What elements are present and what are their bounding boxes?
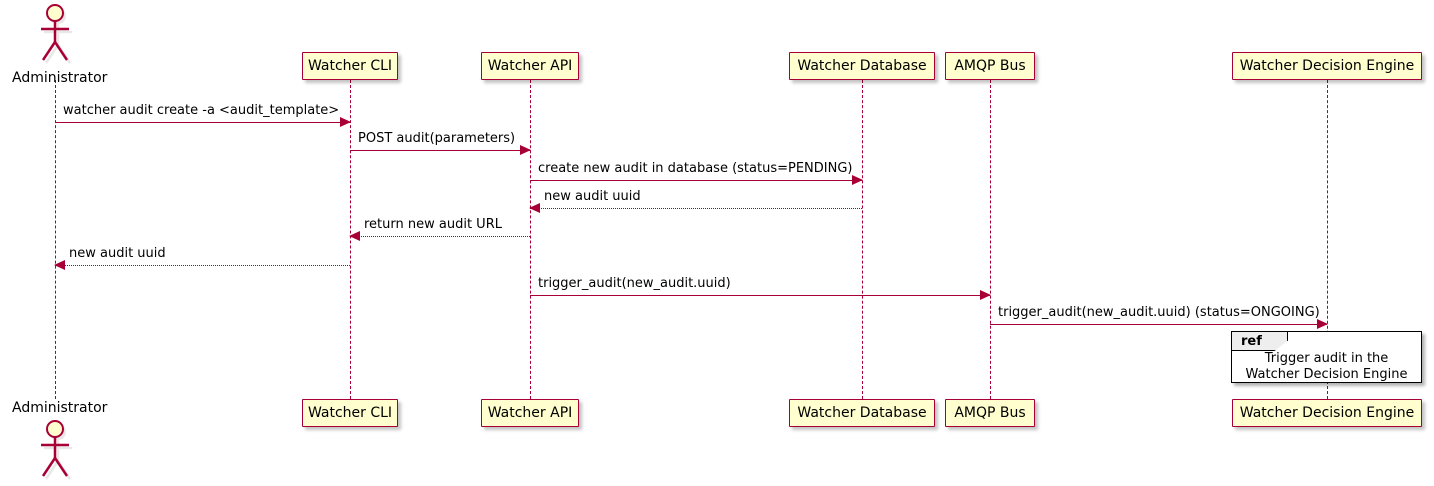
participant-decision-engine-top[interactable]: Watcher Decision Engine (1232, 52, 1422, 80)
message-label: new audit uuid (544, 189, 641, 204)
message-line (55, 265, 350, 266)
lifeline-amqp-bus (990, 80, 991, 399)
participant-amqp-bus-bottom[interactable]: AMQP Bus (945, 399, 1035, 427)
message-label: POST audit(parameters) (358, 131, 516, 146)
participant-label: Watcher Decision Engine (1239, 58, 1415, 74)
ref-fragment-line-1: Watcher Decision Engine (1245, 367, 1408, 382)
arrowhead-icon (340, 117, 351, 127)
arrowhead-icon (520, 145, 531, 155)
participant-watcher-api-bottom[interactable]: Watcher API (481, 399, 579, 427)
arrowhead-icon (852, 175, 863, 185)
arrowhead-icon (529, 203, 540, 213)
participant-watcher-api-top[interactable]: Watcher API (481, 52, 579, 80)
participant-watcher-database-top[interactable]: Watcher Database (789, 52, 935, 80)
participant-label: Watcher API (487, 405, 573, 421)
participant-watcher-database-bottom[interactable]: Watcher Database (789, 399, 935, 427)
actor-label-top: Administrator (12, 70, 108, 86)
lifeline-administrator (55, 80, 56, 399)
actor-figure-top (36, 2, 80, 66)
participant-label: Watcher Database (797, 405, 927, 421)
message-line (350, 150, 530, 151)
message-line (55, 122, 350, 123)
message-label: create new audit in database (status=PEN… (538, 161, 853, 176)
actor-figure-bottom (36, 418, 80, 482)
message-label: trigger_audit(new_audit.uuid) (status=ON… (998, 305, 1320, 320)
lifeline-watcher-database (862, 80, 863, 399)
ref-fragment-line-0: Trigger audit in the (1264, 350, 1389, 366)
participant-label: Watcher CLI (307, 405, 393, 421)
actor-label-bottom: Administrator (12, 400, 108, 416)
arrowhead-icon (349, 231, 360, 241)
participant-watcher-cli-top[interactable]: Watcher CLI (302, 52, 398, 80)
participant-label: AMQP Bus (954, 58, 1026, 74)
participant-label: Watcher CLI (307, 58, 393, 74)
message-label: watcher audit create -a <audit_template> (63, 103, 340, 118)
participant-decision-engine-bottom[interactable]: Watcher Decision Engine (1232, 399, 1422, 427)
participant-amqp-bus-top[interactable]: AMQP Bus (945, 52, 1035, 80)
lifeline-decision-engine (1327, 80, 1328, 399)
message-label: new audit uuid (69, 246, 166, 261)
arrowhead-icon (1317, 319, 1328, 329)
participant-watcher-cli-bottom[interactable]: Watcher CLI (302, 399, 398, 427)
message-line (530, 180, 862, 181)
participant-label: Watcher API (487, 58, 573, 74)
message-label: trigger_audit(new_audit.uuid) (538, 276, 731, 291)
arrowhead-icon (54, 260, 65, 270)
participant-label: Watcher Database (797, 58, 927, 74)
lifeline-watcher-api (530, 80, 531, 399)
participant-label: AMQP Bus (954, 405, 1026, 421)
message-label: return new audit URL (364, 217, 502, 232)
ref-fragment-tab: ref (1232, 332, 1288, 351)
message-line (530, 208, 862, 209)
participant-label: Watcher Decision Engine (1239, 405, 1415, 421)
message-line (990, 324, 1327, 325)
message-line (530, 295, 990, 296)
arrowhead-icon (980, 290, 991, 300)
message-line (350, 236, 530, 237)
